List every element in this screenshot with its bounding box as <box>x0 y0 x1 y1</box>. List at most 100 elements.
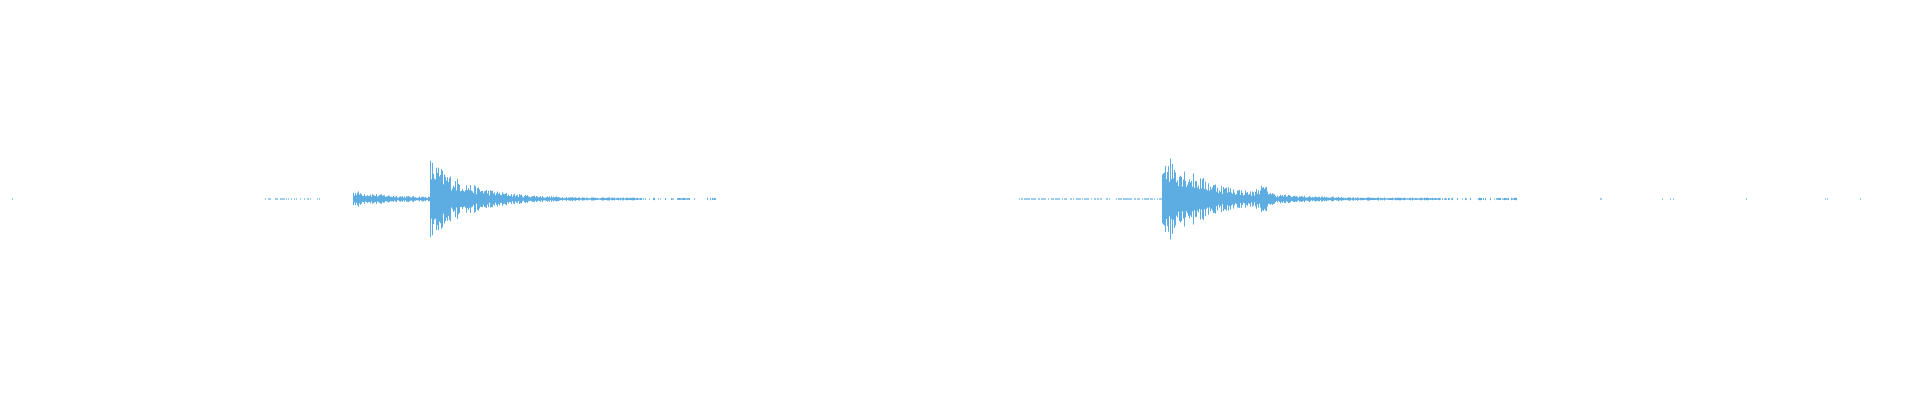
waveform-sample <box>1485 198 1486 201</box>
waveform-sample <box>1340 197 1341 201</box>
waveform-sample <box>1393 198 1394 200</box>
waveform-sample <box>1466 198 1467 200</box>
waveform-sample <box>592 197 593 201</box>
waveform-sample <box>1399 197 1400 201</box>
waveform-sample <box>1120 198 1121 200</box>
waveform-sample <box>497 191 498 207</box>
waveform-sample <box>1244 194 1245 204</box>
waveform-sample <box>1239 190 1240 208</box>
waveform-sample <box>560 197 561 201</box>
waveform-sample <box>453 186 454 212</box>
waveform-sample <box>1256 189 1257 209</box>
waveform-sample <box>1511 197 1512 201</box>
waveform-sample <box>435 179 436 219</box>
waveform-sample <box>537 196 538 202</box>
waveform-sample <box>1444 198 1445 200</box>
waveform-sample <box>636 198 637 200</box>
waveform-sample <box>1251 195 1252 203</box>
waveform-sample <box>370 194 371 204</box>
waveform-sample <box>1451 198 1452 200</box>
waveform-sample <box>600 198 601 200</box>
waveform-sample <box>412 196 413 202</box>
waveform-sample <box>1361 197 1362 201</box>
waveform-sample <box>1318 196 1319 202</box>
waveform-sample <box>1173 178 1174 220</box>
waveform-sample <box>1513 198 1514 200</box>
waveform-sample <box>1499 198 1500 200</box>
waveform-sample <box>682 198 683 200</box>
waveform-sample <box>1250 191 1251 207</box>
waveform-sample <box>529 196 530 202</box>
waveform-sample <box>490 190 491 208</box>
waveform-sample <box>1225 188 1226 210</box>
waveform-sample <box>1397 197 1398 201</box>
waveform-sample <box>1233 189 1234 209</box>
waveform-sample <box>641 197 642 200</box>
waveform-sample <box>1242 193 1243 205</box>
waveform-sample <box>451 190 452 208</box>
waveform-sample <box>1139 198 1140 200</box>
waveform-sample <box>1171 179 1172 219</box>
waveform-sample <box>1311 197 1312 201</box>
waveform-sample <box>620 197 621 201</box>
waveform-sample <box>319 198 320 200</box>
waveform-sample <box>596 198 597 200</box>
waveform-sample <box>677 198 678 200</box>
waveform-sample <box>427 198 428 200</box>
waveform-sample <box>515 196 516 202</box>
waveform-sample <box>1483 198 1484 200</box>
waveform-sample <box>406 196 407 202</box>
waveform-sample <box>377 196 378 202</box>
waveform-sample <box>1504 197 1505 201</box>
waveform-sample <box>1360 197 1361 201</box>
waveform-sample <box>1285 194 1286 204</box>
waveform-sample <box>610 198 611 200</box>
waveform-sample <box>1059 198 1060 200</box>
waveform-sample <box>1334 198 1335 200</box>
waveform-sample <box>1284 195 1285 204</box>
waveform-sample <box>1124 198 1125 200</box>
waveform-sample <box>1825 198 1826 200</box>
waveform-sample <box>519 194 520 204</box>
waveform-sample <box>587 197 588 201</box>
waveform-sample <box>12 198 13 200</box>
waveform-sample <box>1203 178 1204 220</box>
waveform-sample <box>483 193 484 205</box>
waveform-sample <box>474 185 475 213</box>
waveform-sample <box>1127 198 1128 200</box>
waveform-sample <box>1387 198 1388 200</box>
waveform-sample <box>680 198 681 200</box>
waveform-sample <box>1078 198 1079 200</box>
waveform-sample <box>1222 193 1223 205</box>
waveform-sample <box>1354 198 1355 200</box>
waveform-sample <box>1088 198 1089 200</box>
waveform-sample <box>1369 197 1370 201</box>
waveform-sample <box>1508 198 1509 201</box>
waveform-sample <box>481 191 482 207</box>
waveform-sample <box>1328 197 1329 201</box>
waveform-sample <box>1502 198 1503 200</box>
waveform-sample <box>1377 197 1378 201</box>
waveform-sample <box>1119 198 1120 200</box>
waveform-sample <box>1024 198 1025 200</box>
waveform-sample <box>608 197 609 201</box>
waveform-sample <box>615 198 616 200</box>
waveform-sample <box>1437 198 1438 200</box>
waveform-sample <box>1462 198 1463 200</box>
waveform-sample <box>353 192 354 206</box>
waveform-sample <box>504 194 505 204</box>
waveform-sample <box>601 197 602 201</box>
waveform-sample <box>1100 198 1101 200</box>
waveform-sample <box>1162 174 1163 224</box>
waveform-sample <box>1442 198 1443 200</box>
waveform-sample <box>1221 186 1222 212</box>
waveform-sample <box>1398 197 1399 201</box>
waveform-sample <box>1031 198 1032 200</box>
waveform-sample <box>1144 198 1145 200</box>
waveform-sample <box>270 198 271 200</box>
waveform-sample <box>455 181 456 218</box>
waveform-sample <box>382 195 383 203</box>
waveform-sample <box>1367 197 1368 201</box>
waveform-sample <box>1449 198 1450 200</box>
waveform-sample <box>1827 198 1828 200</box>
